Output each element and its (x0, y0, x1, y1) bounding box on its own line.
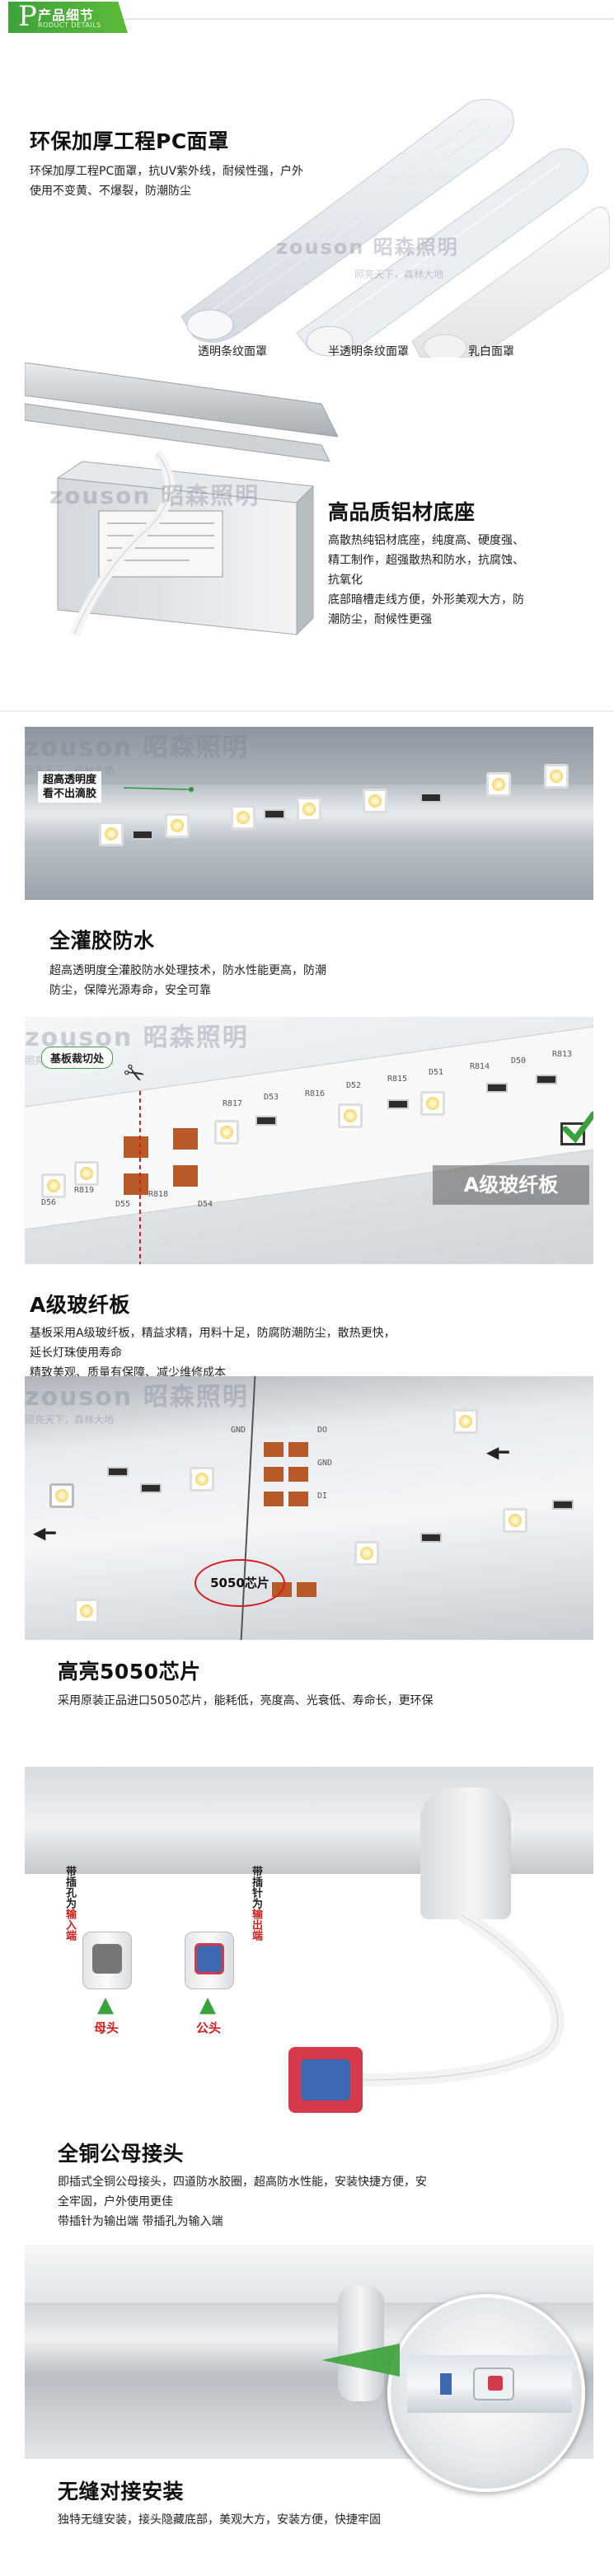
section-pc-cover: 环保加厚工程PC面罩 环保加厚工程PC面罩，抗UV紫外线，耐候性强，户外使用不变… (0, 36, 614, 363)
pc-cover-text: 环保加厚工程PC面罩，抗UV紫外线，耐候性强，户外使用不变黄、不爆裂，防潮防尘 (30, 165, 304, 198)
watermark-2: zouson 昭森照明 (49, 482, 260, 509)
female-label: 母头 (94, 2021, 120, 2035)
section-5050-chip: GND DO GND DI ◀━ ◀━ zouson 昭森照明 照亮天下，森林大… (0, 1371, 614, 1717)
potting-image: zouson 昭森照明 照亮天下，森林大地 (25, 727, 593, 900)
male-socket (195, 1943, 224, 1974)
header-title: 产品细节 (38, 7, 95, 23)
male-vertical-label: 带插针为输出端 (250, 1866, 262, 1941)
check-mark-icon (562, 1111, 593, 1144)
connector-title: 全铜公母接头 (58, 2142, 185, 2166)
zoom-pointer-icon (321, 2344, 400, 2377)
caption-transparent: 透明条纹面罩 (198, 345, 267, 358)
female-socket (92, 1944, 122, 1974)
callout-line (124, 787, 194, 792)
divider-1 (0, 710, 614, 712)
watermark-1: zouson 昭森照明 (276, 236, 459, 259)
cut-line (139, 1091, 141, 1264)
caption-semi-transparent: 半透明条纹面罩 (328, 345, 409, 358)
header-letter: P (18, 0, 37, 33)
aluminum-base-text: 高散热纯铝材底座，纯度高、硬度强、 精工制作，超强散热和防水，抗腐蚀、 抗氧化 … (328, 534, 524, 626)
cut-label: 基板裁切处 (41, 1047, 114, 1069)
section-seamless: 无缝对接安装 独特无缝安装，接头隐藏底部，美观大方，安装方便，快捷牢固 (0, 2236, 614, 2576)
potting-text: 超高透明度全灌胶防水处理技术，防水性能更高，防潮 防尘，保障光源寿命，安全可靠 (49, 964, 326, 997)
seamless-title: 无缝对接安装 (58, 2480, 185, 2503)
watermark-slogan-1: 照亮天下，森林大地 (354, 269, 444, 280)
arrow-left-icon: ◀━ (33, 1523, 56, 1543)
chip-text: 采用原装正品进口5050芯片，能耗低，亮度高、光衰低、寿命长，更环保 (58, 1694, 434, 1707)
section-fiberglass: D56 R819 D55 R818 D54 R817 D53 R816 D52 … (0, 1009, 614, 1379)
fiberglass-image: D56 R819 D55 R818 D54 R817 D53 R816 D52 … (25, 1017, 593, 1264)
potting-title: 全灌胶防水 (49, 929, 155, 953)
connector-text: 即插式全铜公母接头，四道防水胶圈，超高防水性能，安装快捷方便，安 全牢固，户外使… (58, 2176, 427, 2228)
header-subtitle: RODUCT DETAILS (38, 21, 101, 29)
pc-covers-image (180, 99, 610, 358)
section-connectors: zouson 昭森照明 照亮天下，森林大地 带插孔为输入端 带插针为输出端 ▲ … (0, 1717, 614, 2236)
aluminum-base-image (25, 363, 338, 637)
section-aluminum-base: zouson 昭森照明 高品质铝材底座 高散热纯铝材底座，纯度高、硬度强、 精工… (0, 363, 614, 692)
fiberglass-title: A级玻纤板 (30, 1293, 130, 1317)
female-vertical-label: 带插孔为输入端 (63, 1866, 76, 1941)
magnifier-circle (387, 2294, 585, 2492)
header-banner (8, 2, 128, 33)
chip-image: GND DO GND DI ◀━ ◀━ zouson 昭森照明 照亮天下，森林大… (25, 1376, 593, 1640)
section-potting: zouson 昭森照明 照亮天下，森林大地 超高透明度 看不出滴胶 全灌胶防水 … (0, 712, 614, 1009)
section-header: P 产品细节 RODUCT DETAILS (0, 0, 614, 36)
male-label: 公头 (196, 2021, 222, 2035)
potting-callout: 超高透明度 看不出滴胶 (38, 771, 102, 803)
connector-image: zouson 昭森照明 照亮天下，森林大地 (25, 1767, 593, 2129)
chip-title: 高亮5050芯片 (58, 1660, 201, 1684)
arrow-up-icon-male: ▲ (199, 1993, 216, 2017)
header-rule (124, 18, 614, 20)
arrow-up-icon-female: ▲ (97, 1993, 114, 2017)
fiberglass-badge: A级玻纤板 (433, 1165, 589, 1205)
arrow-left-icon-2: ◀━ (486, 1442, 509, 1462)
seamless-text: 独特无缝安装，接头隐藏底部，美观大方，安装方便，快捷牢固 (58, 2513, 381, 2527)
pc-cover-title: 环保加厚工程PC面罩 (30, 129, 229, 153)
aluminum-base-title: 高品质铝材底座 (328, 500, 476, 524)
chip-label: 5050芯片 (195, 1559, 285, 1607)
caption-milky: 乳白面罩 (468, 345, 514, 358)
